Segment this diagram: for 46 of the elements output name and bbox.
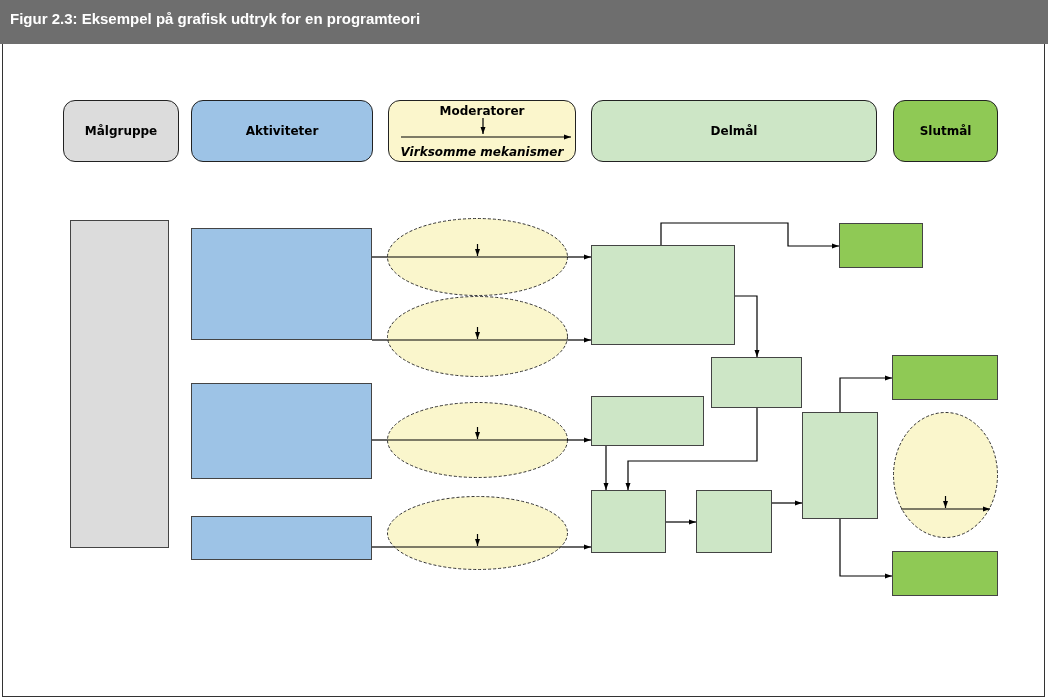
process-box	[191, 228, 372, 340]
process-box	[191, 383, 372, 479]
arrow	[567, 254, 592, 260]
column-header-box	[63, 100, 179, 162]
column-heading: Målgruppe	[84, 124, 158, 138]
connector-line	[371, 256, 388, 258]
process-box	[892, 551, 998, 596]
connector-line	[371, 546, 395, 548]
column-header-box	[591, 100, 877, 162]
column-heading: Moderatorer	[439, 104, 525, 118]
moderator-ellipse	[387, 496, 568, 570]
arrow	[734, 295, 760, 358]
arrow	[567, 337, 592, 343]
column-heading: Slutmål	[919, 124, 972, 138]
moderator-ellipse	[387, 402, 568, 478]
moderator-ellipse	[893, 412, 998, 538]
column-subheading: Virksomme mekanismer	[400, 145, 564, 159]
arrow	[665, 519, 697, 525]
process-box	[591, 396, 704, 446]
arrow	[771, 500, 803, 506]
process-box	[191, 516, 372, 560]
process-box	[892, 355, 998, 400]
moderator-ellipse	[387, 296, 568, 377]
column-heading: Aktiviteter	[245, 124, 319, 138]
process-box	[839, 223, 923, 268]
target-group-bar	[70, 220, 169, 548]
column-header-box	[191, 100, 373, 162]
process-box	[591, 490, 666, 553]
figure-title: Figur 2.3: Eksempel på grafisk udtryk for en programteori	[10, 10, 421, 27]
arrow	[560, 544, 592, 550]
arrow	[603, 445, 609, 491]
column-header-box	[893, 100, 998, 162]
connector-line	[371, 439, 388, 441]
process-box	[802, 412, 878, 519]
arrow	[660, 222, 840, 249]
process-box	[591, 245, 735, 345]
connector-line	[371, 339, 388, 341]
process-box	[696, 490, 772, 553]
column-heading: Delmål	[710, 124, 758, 138]
moderator-ellipse	[387, 218, 568, 296]
process-box	[711, 357, 802, 408]
arrow	[567, 437, 592, 443]
arrow	[839, 375, 893, 413]
arrow	[625, 407, 758, 491]
column-header-box	[388, 100, 576, 162]
arrow	[839, 518, 893, 579]
